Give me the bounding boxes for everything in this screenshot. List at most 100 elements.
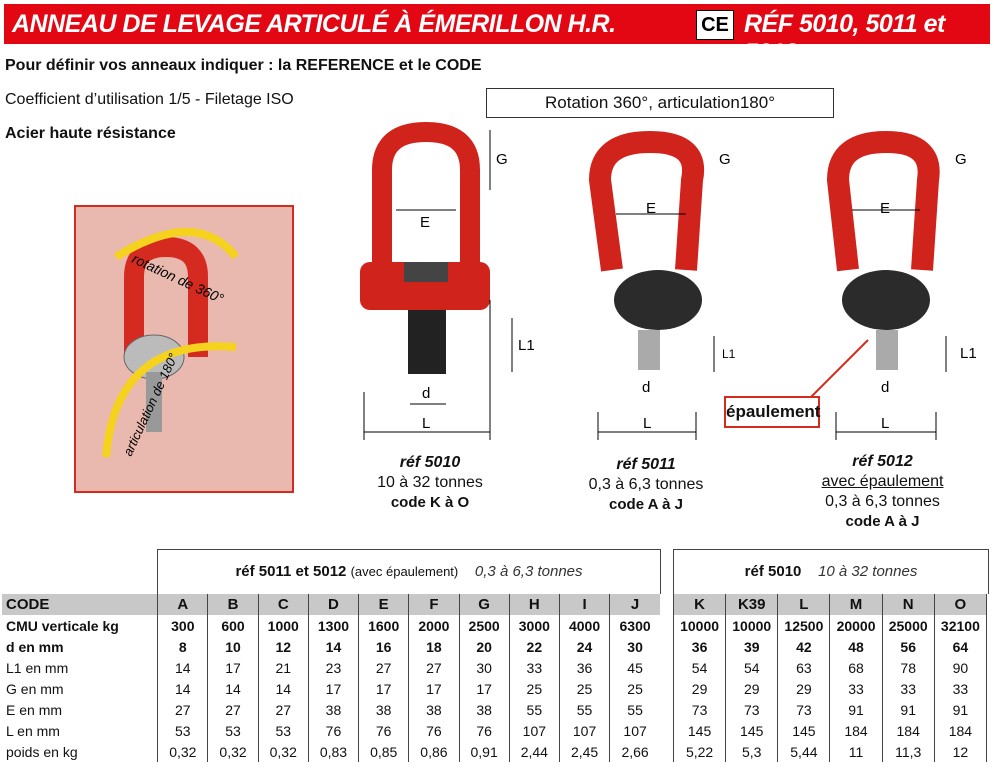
table-left-subtitle: (avec épaulement) xyxy=(350,564,459,579)
table-cell: 184 xyxy=(933,720,987,741)
table-cell: 10000 xyxy=(725,615,778,636)
table-cell: 91 xyxy=(829,699,883,720)
table-cell: 55 xyxy=(508,699,560,720)
table-cell: 17 xyxy=(458,678,510,699)
row-label: CODE xyxy=(2,594,158,615)
table-cell: 1300 xyxy=(307,615,359,636)
table-cell: 0,86 xyxy=(408,741,460,762)
table-cell: 27 xyxy=(408,657,460,678)
table-cell: 3000 xyxy=(508,615,560,636)
dim-l-5011: L xyxy=(643,415,651,432)
table-cell: 38 xyxy=(458,699,510,720)
table-cell: 29 xyxy=(777,678,830,699)
table-cell: 29 xyxy=(725,678,778,699)
table-cell: D xyxy=(307,594,359,615)
table-cell: 78 xyxy=(881,657,935,678)
table-cell: 14 xyxy=(157,678,208,699)
table-cell: 25000 xyxy=(881,615,935,636)
row-label: L en mm xyxy=(6,722,60,739)
table-cell: 25 xyxy=(558,678,610,699)
table-cell: 32100 xyxy=(933,615,987,636)
table-cell: 53 xyxy=(257,720,309,741)
table-cell: 0,32 xyxy=(207,741,259,762)
dim-d-5010: d xyxy=(422,385,430,402)
table-cell: 54 xyxy=(672,657,726,678)
table-cell: N xyxy=(881,594,935,615)
table-cell: 38 xyxy=(358,699,409,720)
table-cell: 18 xyxy=(408,636,460,657)
table-cell: 2,66 xyxy=(609,741,660,762)
table-cell: 11 xyxy=(829,741,883,762)
table-cell: 5,22 xyxy=(672,741,726,762)
table-cell: 107 xyxy=(558,720,610,741)
table-cell: 30 xyxy=(609,636,660,657)
table-cell: 53 xyxy=(157,720,208,741)
table-cell: 25 xyxy=(609,678,660,699)
table-cell: 20 xyxy=(458,636,510,657)
rotation-illustration: rotation de 360° articulation de 180° xyxy=(102,228,240,458)
table-cell: 5,3 xyxy=(725,741,778,762)
table-cell: 36 xyxy=(558,657,610,678)
intro-line-3: Acier haute résistance xyxy=(5,125,176,142)
table-cell: 107 xyxy=(609,720,660,741)
table-cell: 27 xyxy=(257,699,309,720)
caption-5011: réf 5011 0,3 à 6,3 tonnes code A à J xyxy=(566,455,726,515)
table-cell: B xyxy=(207,594,259,615)
dim-l1-5012: L1 xyxy=(960,345,977,362)
dim-l1-5010: L1 xyxy=(518,337,535,354)
intro-line-2: Coefficient d’utilisation 1/5 - Filetage… xyxy=(5,91,294,108)
table-cell: 45 xyxy=(609,657,660,678)
table-cell: C xyxy=(257,594,309,615)
table-cell: 25 xyxy=(508,678,560,699)
table-cell: 76 xyxy=(307,720,359,741)
table-cell: 14 xyxy=(307,636,359,657)
dim-e-5010: E xyxy=(420,214,430,231)
row-label: E en mm xyxy=(6,701,63,718)
caption-5012-code: code A à J xyxy=(845,513,920,530)
dim-g-5010: G xyxy=(496,151,508,168)
table-cell: J xyxy=(609,594,660,615)
table-cell: 5,44 xyxy=(777,741,830,762)
table-cell: 2,44 xyxy=(508,741,560,762)
intro-line-1: Pour définir vos anneaux indiquer : la R… xyxy=(5,57,482,74)
dim-e-5012: E xyxy=(880,200,890,217)
table-cell: 184 xyxy=(829,720,883,741)
table-cell: O xyxy=(933,594,987,615)
dim-l1-5011: L1 xyxy=(722,347,736,361)
table-cell: E xyxy=(358,594,409,615)
table-cell: 1600 xyxy=(358,615,409,636)
table-cell: 55 xyxy=(609,699,660,720)
table-cell: 33 xyxy=(881,678,935,699)
table-cell: I xyxy=(558,594,610,615)
table-cell: 145 xyxy=(777,720,830,741)
table-cell: 23 xyxy=(307,657,359,678)
table-cell: 17 xyxy=(307,678,359,699)
table-cell: 12 xyxy=(933,741,987,762)
caption-5012-ref: réf 5012 xyxy=(852,453,913,470)
table-cell: 30 xyxy=(458,657,510,678)
dim-g-5012: G xyxy=(955,151,967,168)
table-cell: 73 xyxy=(777,699,830,720)
header-banner: ANNEAU DE LEVAGE ARTICULÉ À ÉMERILLON H.… xyxy=(4,4,990,67)
table-cell: 36 xyxy=(672,636,726,657)
table-cell: 0,85 xyxy=(358,741,409,762)
table-cell: 21 xyxy=(257,657,309,678)
table-cell: 14 xyxy=(207,678,259,699)
table-cell: 2500 xyxy=(458,615,510,636)
row-label: L1 en mm xyxy=(6,659,69,676)
table-cell: 10 xyxy=(207,636,259,657)
table-cell: 42 xyxy=(777,636,830,657)
table-cell: 2000 xyxy=(408,615,460,636)
table-cell: 14 xyxy=(157,657,208,678)
table-cell: 76 xyxy=(408,720,460,741)
caption-5011-range: 0,3 à 6,3 tonnes xyxy=(588,476,704,493)
document-title: ANNEAU DE LEVAGE ARTICULÉ À ÉMERILLON H.… xyxy=(12,10,616,38)
table-cell: 0,32 xyxy=(257,741,309,762)
